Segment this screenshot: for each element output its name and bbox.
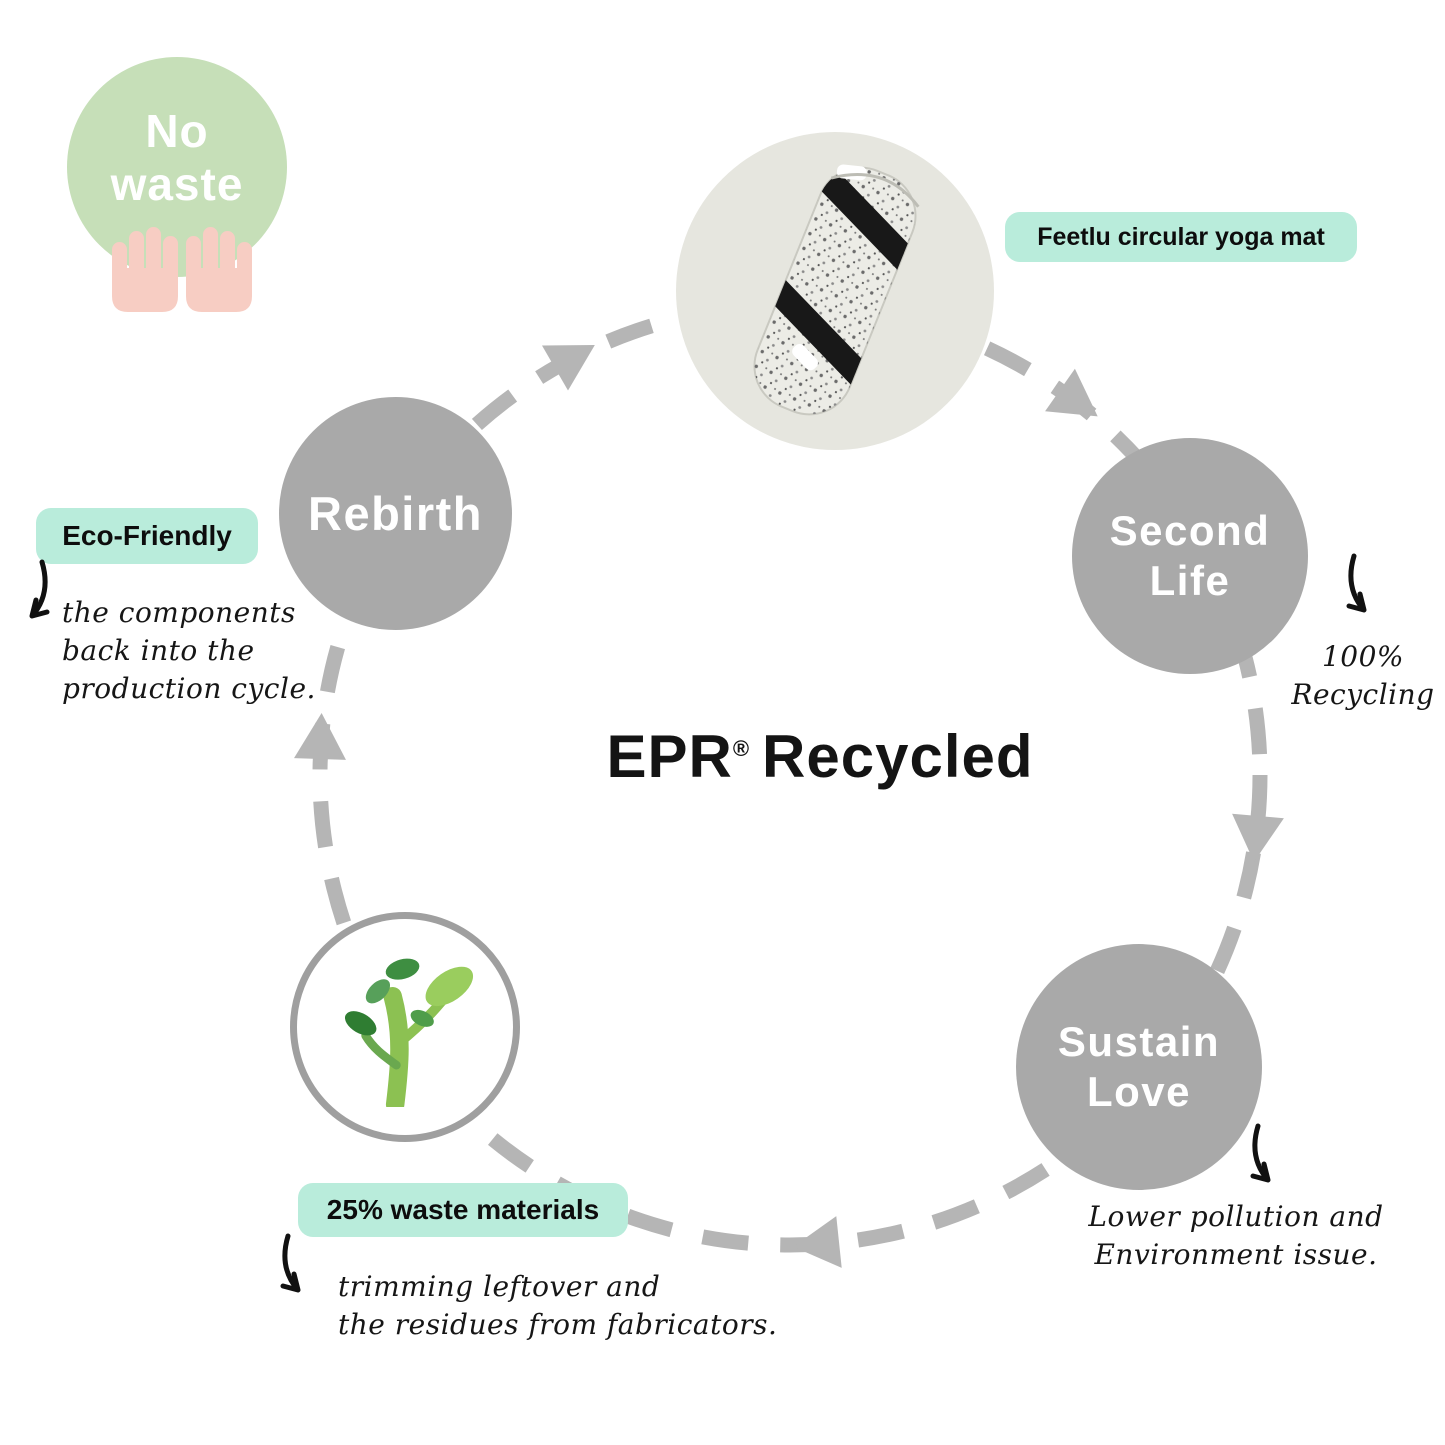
curved-arrow-waste-materials-icon xyxy=(280,1233,301,1293)
cycle-arrowhead-top-left-icon xyxy=(542,345,595,391)
yoga-mat-roll-icon xyxy=(741,164,929,416)
node-sustain-love: Sustain Love xyxy=(1016,944,1262,1190)
title-brand: EPR xyxy=(606,723,733,790)
cycle-arrowhead-left-icon xyxy=(294,713,346,760)
cycle-arrowhead-top-right-icon xyxy=(1045,368,1098,417)
label-feetlu-yoga-mat: Feetlu circular yoga mat xyxy=(1005,212,1357,262)
curved-arrow-eco-friendly-icon xyxy=(29,559,50,619)
rebirth-label: Rebirth xyxy=(308,486,483,540)
title-word: Recycled xyxy=(762,723,1034,790)
sapling-icon xyxy=(344,958,474,1107)
cycle-arrowhead-right-icon xyxy=(1232,813,1284,862)
note-trimming-leftover: trimming leftover and the residues from … xyxy=(338,1270,778,1341)
hands-icon xyxy=(112,227,252,312)
no-waste-label: No waste xyxy=(110,105,244,210)
cycle-arrowhead-bottom-icon xyxy=(793,1216,842,1268)
node-rebirth: Rebirth xyxy=(279,397,512,630)
label-eco-friendly-text: Eco-Friendly xyxy=(62,520,232,551)
node-second-life: Second Life xyxy=(1072,438,1308,674)
label-25-waste-materials-text: 25% waste materials xyxy=(326,1194,600,1225)
note-lower-pollution: Lower pollution and Environment issue. xyxy=(1088,1200,1384,1271)
curved-arrow-second-life-icon xyxy=(1346,553,1367,613)
cycle-arrowheads xyxy=(294,345,1284,1268)
note-100-recycling: 100% Recycling xyxy=(1291,640,1435,711)
note-components-production-cycle: the components back into the production … xyxy=(62,596,316,705)
diagram-title: EPR® Recycled xyxy=(540,722,1100,791)
no-waste-badge: No waste xyxy=(67,57,287,277)
curved-arrow-sustain-love-icon xyxy=(1250,1123,1271,1183)
label-feetlu-yoga-mat-text: Feetlu circular yoga mat xyxy=(1037,222,1325,251)
label-eco-friendly: Eco-Friendly xyxy=(36,508,258,564)
node-product-photo xyxy=(676,132,994,450)
registered-mark: ® xyxy=(732,736,751,761)
sustain-love-label: Sustain Love xyxy=(1057,1018,1221,1115)
label-25-waste-materials: 25% waste materials xyxy=(298,1183,628,1237)
second-life-label: Second Life xyxy=(1109,507,1271,604)
node-waste-materials xyxy=(290,912,520,1142)
